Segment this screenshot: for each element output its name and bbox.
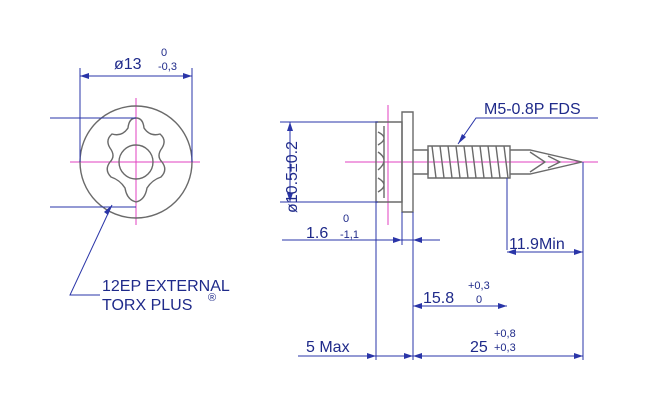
side-view: ø10.5±0.2 M5-0.8P FDS 1.6 0 -1,1 11.9Min…: [280, 101, 598, 360]
dia105-text: ø10.5±0.2: [284, 141, 301, 213]
thread-pattern: [431, 145, 509, 179]
head-max-arrow-left: [367, 353, 376, 359]
thread-body: [427, 145, 511, 179]
registered-mark: ®: [208, 292, 216, 304]
head-max-text: 5 Max: [306, 339, 350, 356]
thread-min-arrow-right: [574, 249, 583, 255]
length25-main-text: 25: [470, 339, 488, 356]
flange-arrow-left: [393, 237, 402, 243]
drive-label-leader-arrow: [104, 205, 112, 215]
hex-head-lobes: [377, 126, 385, 198]
drive-label-line1: 12EP EXTERNAL: [102, 278, 230, 295]
dia13-arrow-right: [183, 73, 192, 79]
length158-tol-lower: 0: [476, 294, 482, 306]
drive-label-leader: [69, 204, 113, 296]
dia13-tol-upper: 0: [161, 47, 167, 59]
length158-arrow-left: [413, 303, 422, 309]
thread-callout-leader: [457, 117, 598, 145]
flange-arrow-right: [413, 237, 422, 243]
drill-point-flute: [529, 151, 562, 173]
flange-main-text: 1.6: [306, 225, 328, 242]
dia13-arrow-left: [80, 73, 89, 79]
inner-bore-circle: [118, 144, 154, 180]
thread-min-text: 11.9Min: [509, 236, 565, 253]
thread-min-arrow-left: [507, 249, 516, 255]
flange-tol-lower: -1,1: [340, 229, 359, 241]
length158-main-text: 15.8: [423, 290, 454, 307]
flange-tol-upper: 0: [343, 213, 349, 225]
thread-callout-arrow: [458, 134, 466, 144]
dia105-arrow-bottom: [287, 193, 293, 202]
drive-label-line2: TORX PLUS: [102, 297, 192, 314]
torx-plus-star-outline: [106, 117, 166, 203]
end-view: ø13 0 -0,3 12EP EXTERNAL TORX PLUS ®: [50, 47, 230, 314]
length25-tol-upper: +0,8: [494, 328, 516, 340]
dia13-main-text: ø13: [114, 56, 142, 73]
dia13-tol-lower: -0,3: [158, 61, 177, 73]
length25-arrow-left: [413, 353, 422, 359]
length25-arrow-right: [574, 353, 583, 359]
length158-arrow-right: [498, 303, 507, 309]
length25-tol-lower: +0,3: [494, 342, 516, 354]
head-max-arrow-right: [404, 353, 413, 359]
thread-callout-text: M5-0.8P FDS: [484, 101, 581, 118]
dia105-arrow-top: [287, 122, 293, 131]
drill-point: [510, 149, 583, 175]
length158-tol-upper: +0,3: [468, 280, 490, 292]
